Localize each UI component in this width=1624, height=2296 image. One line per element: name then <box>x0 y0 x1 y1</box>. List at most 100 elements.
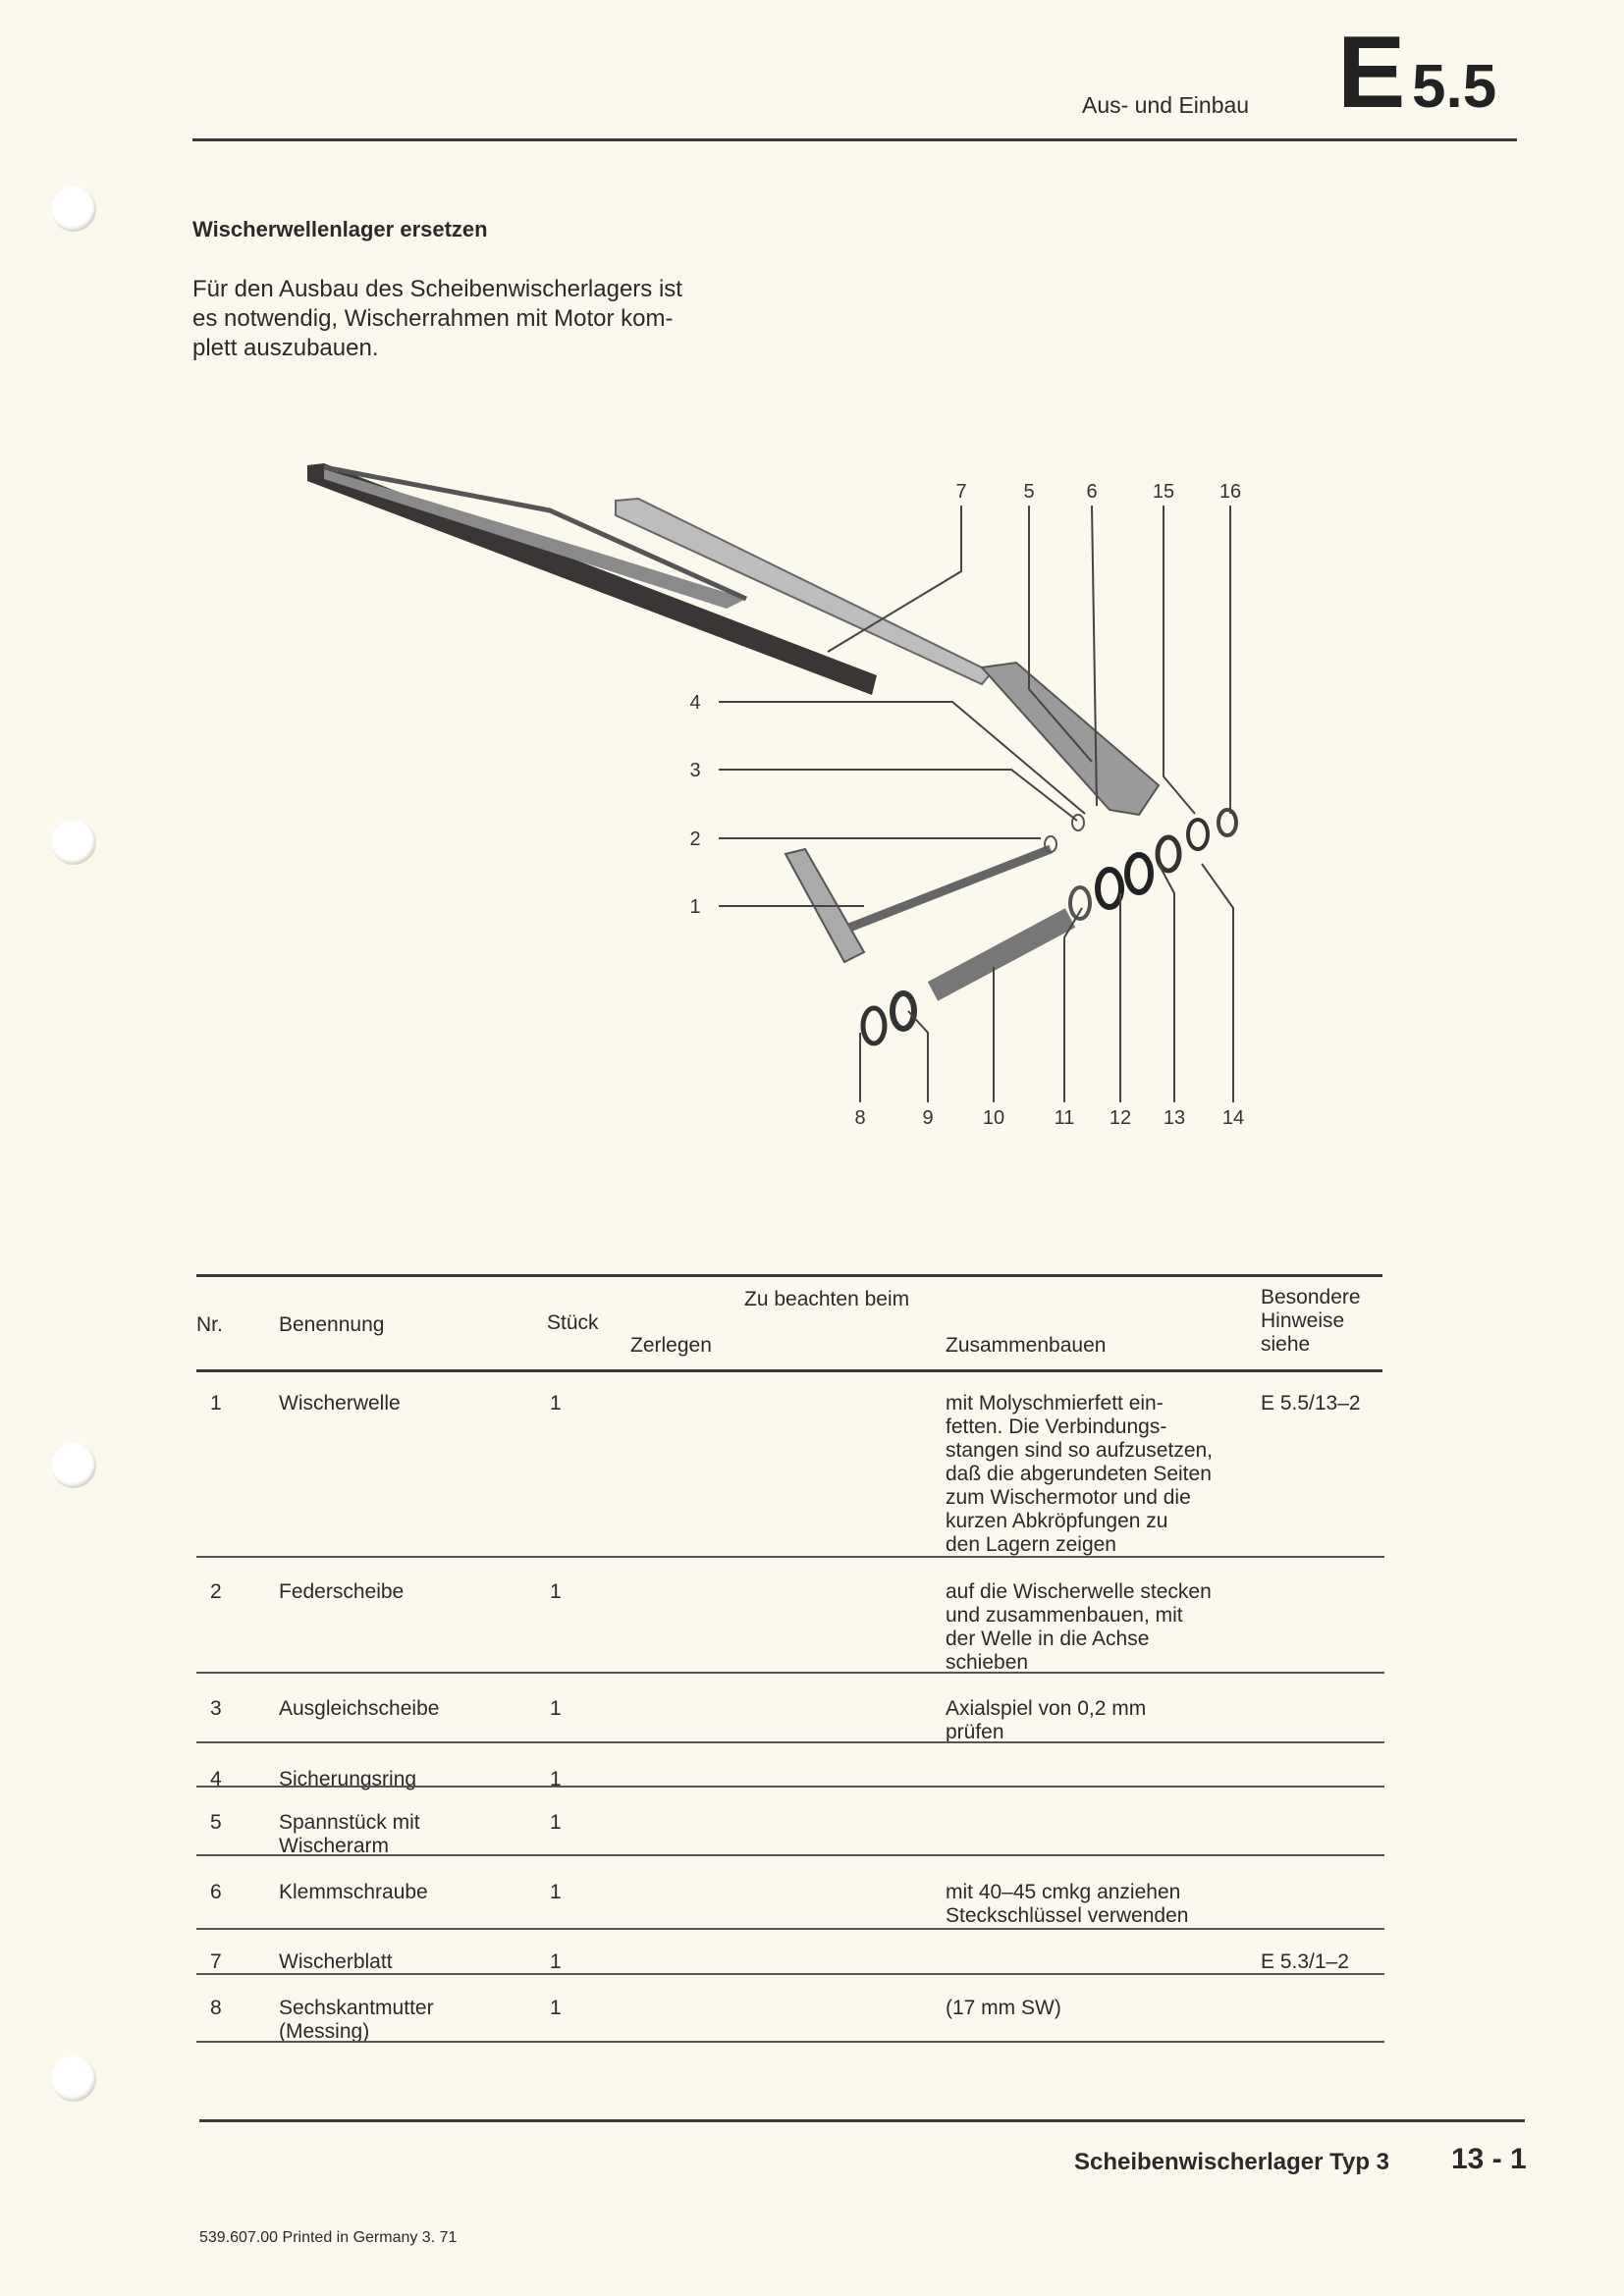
cell-line: den Lagern zeigen <box>946 1533 1116 1556</box>
cell-qty: 1 <box>550 1811 562 1834</box>
intro-line: Für den Ausbau des Scheibenwischerlagers… <box>192 276 682 302</box>
part-label: 13 <box>1164 1107 1185 1129</box>
cell-line: Wischerblatt <box>279 1950 393 1973</box>
cell-line: Ausgleichscheibe <box>279 1697 440 1720</box>
cell-line: der Welle in die Achse <box>946 1628 1150 1650</box>
part-label: 5 <box>1023 481 1034 503</box>
cell-line: Steckschlüssel verwenden <box>946 1904 1189 1927</box>
cell-nr: 1 <box>210 1392 222 1415</box>
cell-nr: 2 <box>210 1580 222 1603</box>
cell-line: mit 40–45 cmkg anziehen <box>946 1881 1181 1903</box>
col-header-notes: Besondere Hinweise siehe <box>1261 1286 1361 1357</box>
part-label: 12 <box>1110 1107 1131 1129</box>
cell-name: Federscheibe <box>279 1580 404 1604</box>
row-rule <box>196 1741 1384 1743</box>
intro-line: es notwendig, Wischerrahmen mit Motor ko… <box>192 305 674 332</box>
cell-name: Klemmschraube <box>279 1881 428 1904</box>
cell-line: daß die abgerundeten Seiten <box>946 1463 1212 1485</box>
cell-nr: 8 <box>210 1997 222 2019</box>
cell-line: stangen sind so aufzusetzen, <box>946 1439 1214 1462</box>
cell-line: schieben <box>946 1651 1029 1674</box>
part-label: 1 <box>689 896 700 918</box>
row-rule <box>196 1973 1384 1975</box>
cell-line: (17 mm SW) <box>946 1997 1061 2019</box>
row-rule <box>196 1556 1384 1558</box>
punch-hole <box>51 187 96 232</box>
col-header-nr: Nr. <box>196 1313 223 1336</box>
cell-nr: 5 <box>210 1811 222 1834</box>
cell-qty: 1 <box>550 1697 562 1720</box>
section-heading: Wischerwellenlager ersetzen <box>192 217 488 241</box>
cell-ref: E 5.5/13–2 <box>1261 1392 1361 1415</box>
cell-line: prüfen <box>946 1721 1004 1743</box>
row-rule <box>196 1786 1384 1788</box>
row-rule <box>196 2041 1384 2043</box>
header-rule <box>192 138 1517 141</box>
cell-line: Spannstück mit <box>279 1811 420 1834</box>
shaft-assembly <box>784 808 1238 1046</box>
leader-lines <box>719 505 1234 1102</box>
part-label: 8 <box>854 1107 865 1129</box>
footer-title: Scheibenwischerlager Typ 3 <box>1073 2149 1389 2175</box>
col-header-group: Zu beachten beim <box>744 1288 910 1310</box>
part-label: 15 <box>1153 481 1174 503</box>
cell-line: fetten. Die Verbindungs- <box>946 1415 1167 1438</box>
intro-paragraph: Für den Ausbau des Scheibenwischerlagers… <box>192 275 682 363</box>
cell-nr: 3 <box>210 1697 222 1720</box>
cell-nr: 6 <box>210 1881 222 1903</box>
part-label: 10 <box>983 1107 1004 1129</box>
cell-qty: 1 <box>550 1768 562 1790</box>
header-rule <box>196 1369 1382 1372</box>
col-header-qty: Stück <box>547 1311 599 1334</box>
col-header-name: Benennung <box>279 1313 385 1336</box>
section-label: Aus- und Einbau <box>1082 92 1250 118</box>
part-label: 6 <box>1086 481 1097 503</box>
cell-line: Sicherungsring <box>279 1768 417 1790</box>
cell-assemble: (17 mm SW) <box>946 1997 1061 2020</box>
section-code-letter: E <box>1337 16 1406 130</box>
wiper-arm <box>615 497 1161 817</box>
cell-line: Klemmschraube <box>279 1881 428 1903</box>
part-label: 7 <box>955 481 966 503</box>
cell-qty: 1 <box>550 1392 562 1415</box>
punch-hole <box>51 2056 96 2102</box>
header-line: Besondere <box>1261 1286 1361 1308</box>
header-line: siehe <box>1261 1333 1311 1356</box>
intro-line: plett auszubauen. <box>192 335 379 361</box>
wiper-blade <box>307 463 877 695</box>
punch-hole <box>51 1443 96 1488</box>
cell-ref: E 5.3/1–2 <box>1261 1950 1349 1973</box>
part-label: 9 <box>922 1107 933 1129</box>
cell-line: mit Molyschmierfett ein- <box>946 1392 1164 1415</box>
cell-line: und zusammenbauen, mit <box>946 1604 1183 1627</box>
cell-line: (Messing) <box>279 2020 370 2043</box>
cell-name: Sechskantmutter(Messing) <box>279 1997 434 2044</box>
cell-line: auf die Wischerwelle stecken <box>946 1580 1212 1603</box>
cell-qty: 1 <box>550 1881 562 1903</box>
punch-hole <box>51 820 96 865</box>
cell-line: Sechskantmutter <box>279 1997 434 2019</box>
cell-line: Federscheibe <box>279 1580 405 1603</box>
cell-nr: 7 <box>210 1950 222 1973</box>
row-rule <box>196 1672 1384 1674</box>
page-number: 13 - 1 <box>1451 2143 1527 2175</box>
part-label: 3 <box>689 760 700 781</box>
cell-name: Sicherungsring <box>279 1768 416 1791</box>
cell-line: zum Wischermotor und die <box>946 1486 1191 1509</box>
row-rule <box>196 1854 1384 1856</box>
col-header-assemble: Zusammenbauen <box>946 1334 1107 1357</box>
cell-name: Ausgleichscheibe <box>279 1697 439 1721</box>
cell-line: Wischerarm <box>279 1835 390 1857</box>
print-info: 539.607.00 Printed in Germany 3. 71 <box>199 2229 458 2246</box>
cell-qty: 1 <box>550 1997 562 2019</box>
footer-rule <box>199 2119 1525 2122</box>
section-code-number: 5.5 <box>1412 53 1497 121</box>
cell-name: Wischerwelle <box>279 1392 401 1415</box>
cell-line: Axialspiel von 0,2 mm <box>946 1697 1147 1720</box>
cell-line: Wischerwelle <box>279 1392 401 1415</box>
